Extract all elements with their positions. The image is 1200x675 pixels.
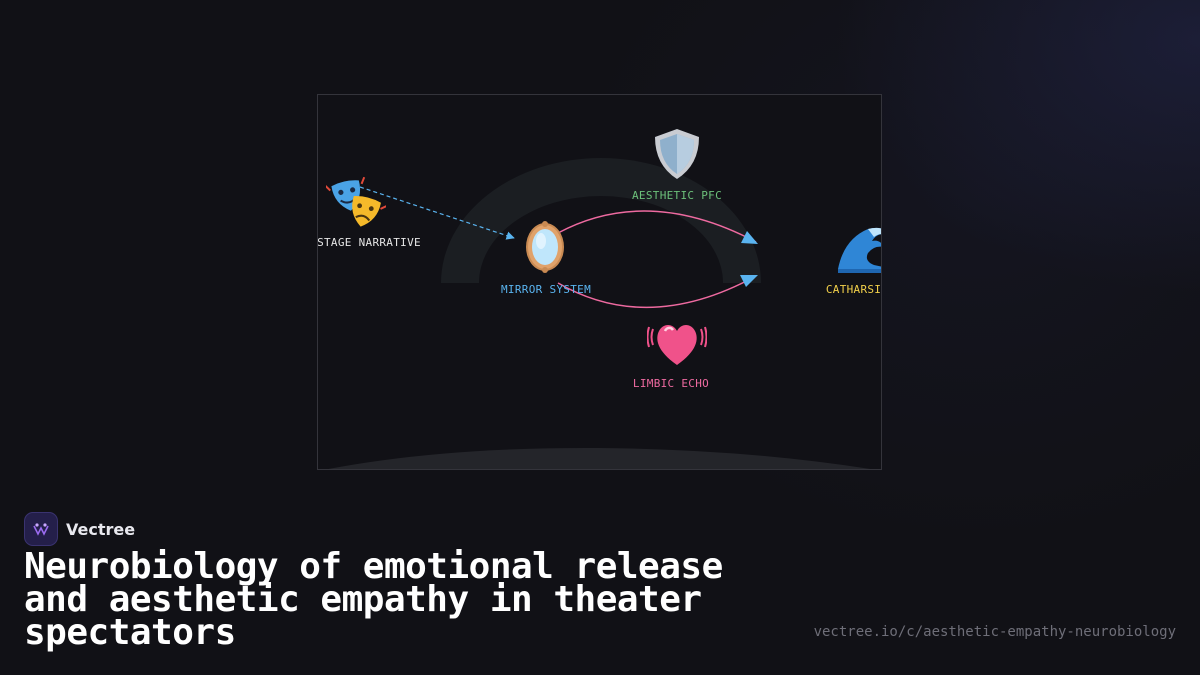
edge-mirror-to-catharsis-via-limbic — [557, 275, 757, 309]
wave-icon — [838, 227, 881, 273]
arrowhead-upper — [741, 231, 758, 244]
brand-name: Vectree — [66, 519, 136, 539]
node-label-aesthetic-pfc: AESTHETIC PFC — [632, 189, 722, 202]
diagram-canvas — [328, 158, 871, 469]
page-title: Neurobiology of emotional release and ae… — [24, 546, 723, 653]
mirror-icon — [526, 221, 564, 273]
vectree-logo-icon — [24, 512, 58, 546]
vibrating-heart-icon — [647, 325, 707, 365]
brand[interactable]: Vectree — [24, 512, 135, 546]
node-label-stage-narrative: STAGE NARRATIVE — [317, 236, 421, 249]
edge-stage-to-mirror — [359, 186, 515, 240]
edge-mirror-to-catharsis-via-pfc — [557, 210, 757, 243]
node-label-mirror-system: MIRROR SYSTEM — [501, 283, 591, 296]
arrowhead-lower — [740, 275, 758, 287]
node-label-catharsis: CATHARSIS — [825, 283, 882, 296]
theater-masks-icon — [326, 176, 386, 227]
background-arc — [441, 158, 761, 283]
page-url[interactable]: vectree.io/c/aesthetic-empathy-neurobiol… — [813, 624, 1176, 640]
node-label-limbic-echo: LIMBIC ECHO — [632, 377, 710, 390]
diagram-frame: STAGE NARRATIVE MIRROR SYSTEM AESTHETIC … — [317, 94, 882, 470]
shield-icon — [655, 129, 699, 179]
stage-floor — [328, 447, 871, 469]
